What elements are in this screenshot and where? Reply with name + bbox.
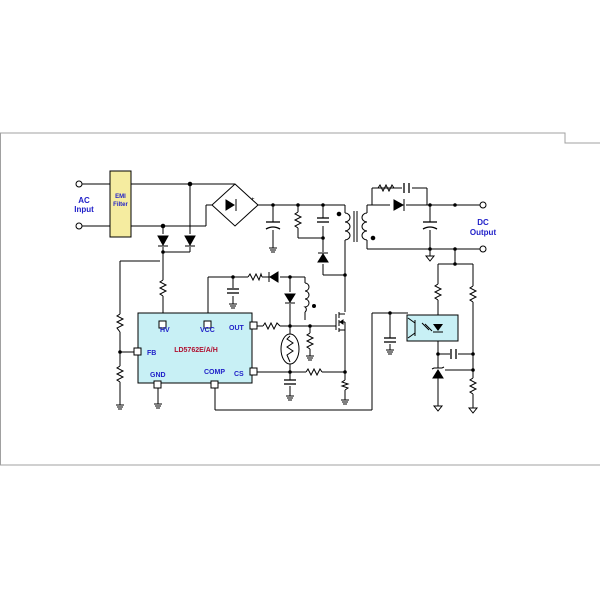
- dc-terminal-bottom: [479, 245, 487, 253]
- pin-vcc-pad: [203, 320, 212, 329]
- pin-gnd-pad: [153, 380, 162, 389]
- dc-output-label-2: Output: [470, 228, 497, 237]
- pin-fb-label: FB: [147, 350, 156, 357]
- junction-dots: [118, 203, 475, 374]
- pin-vcc-label: VCC: [200, 327, 215, 334]
- transformer: [336, 211, 376, 242]
- emi-label-1: EMI: [115, 194, 126, 200]
- optocoupler: [406, 314, 459, 342]
- pin-cs-label: CS: [234, 371, 244, 378]
- ac-input: AC Input: [74, 180, 94, 230]
- diodes: [268, 199, 445, 379]
- hv-diodes: [157, 181, 196, 247]
- thermistor: [280, 333, 300, 365]
- pin-hv-label: HV: [160, 327, 170, 334]
- emi-label-2: Filter: [113, 202, 128, 208]
- ac-input-label-2: Input: [74, 205, 94, 214]
- dc-terminal-top: [479, 201, 487, 209]
- emi-filter: EMI Filter: [109, 170, 132, 238]
- pin-out-pad: [249, 321, 258, 330]
- aux-winding: [303, 282, 316, 313]
- ic-part-number: LD5762E/A/H: [174, 347, 218, 354]
- dc-output: DC Output: [470, 201, 497, 253]
- bridge-rectifier: +: [206, 183, 259, 227]
- pin-hv-pad: [158, 320, 167, 329]
- pin-comp-label: COMP: [204, 369, 225, 376]
- ac-input-label-1: AC: [78, 196, 90, 205]
- mosfet: [335, 312, 346, 332]
- pin-gnd-label: GND: [150, 372, 166, 379]
- pin-fb-pad: [133, 347, 142, 356]
- ground-symbols: [116, 247, 479, 414]
- svg-text:+: +: [251, 197, 255, 203]
- diagram-border: [0, 132, 600, 466]
- capacitors: [227, 183, 457, 385]
- ac-terminal-top: [75, 180, 83, 188]
- ac-terminal-bottom: [75, 222, 83, 230]
- dc-output-label-1: DC: [477, 218, 489, 227]
- pin-out-label: OUT: [229, 325, 245, 332]
- pin-comp-pad: [210, 380, 219, 389]
- controller-ic: LD5762E/A/H HV VCC OUT FB GND COMP CS: [133, 312, 258, 389]
- pin-cs-pad: [249, 367, 258, 376]
- resistors: [115, 183, 478, 395]
